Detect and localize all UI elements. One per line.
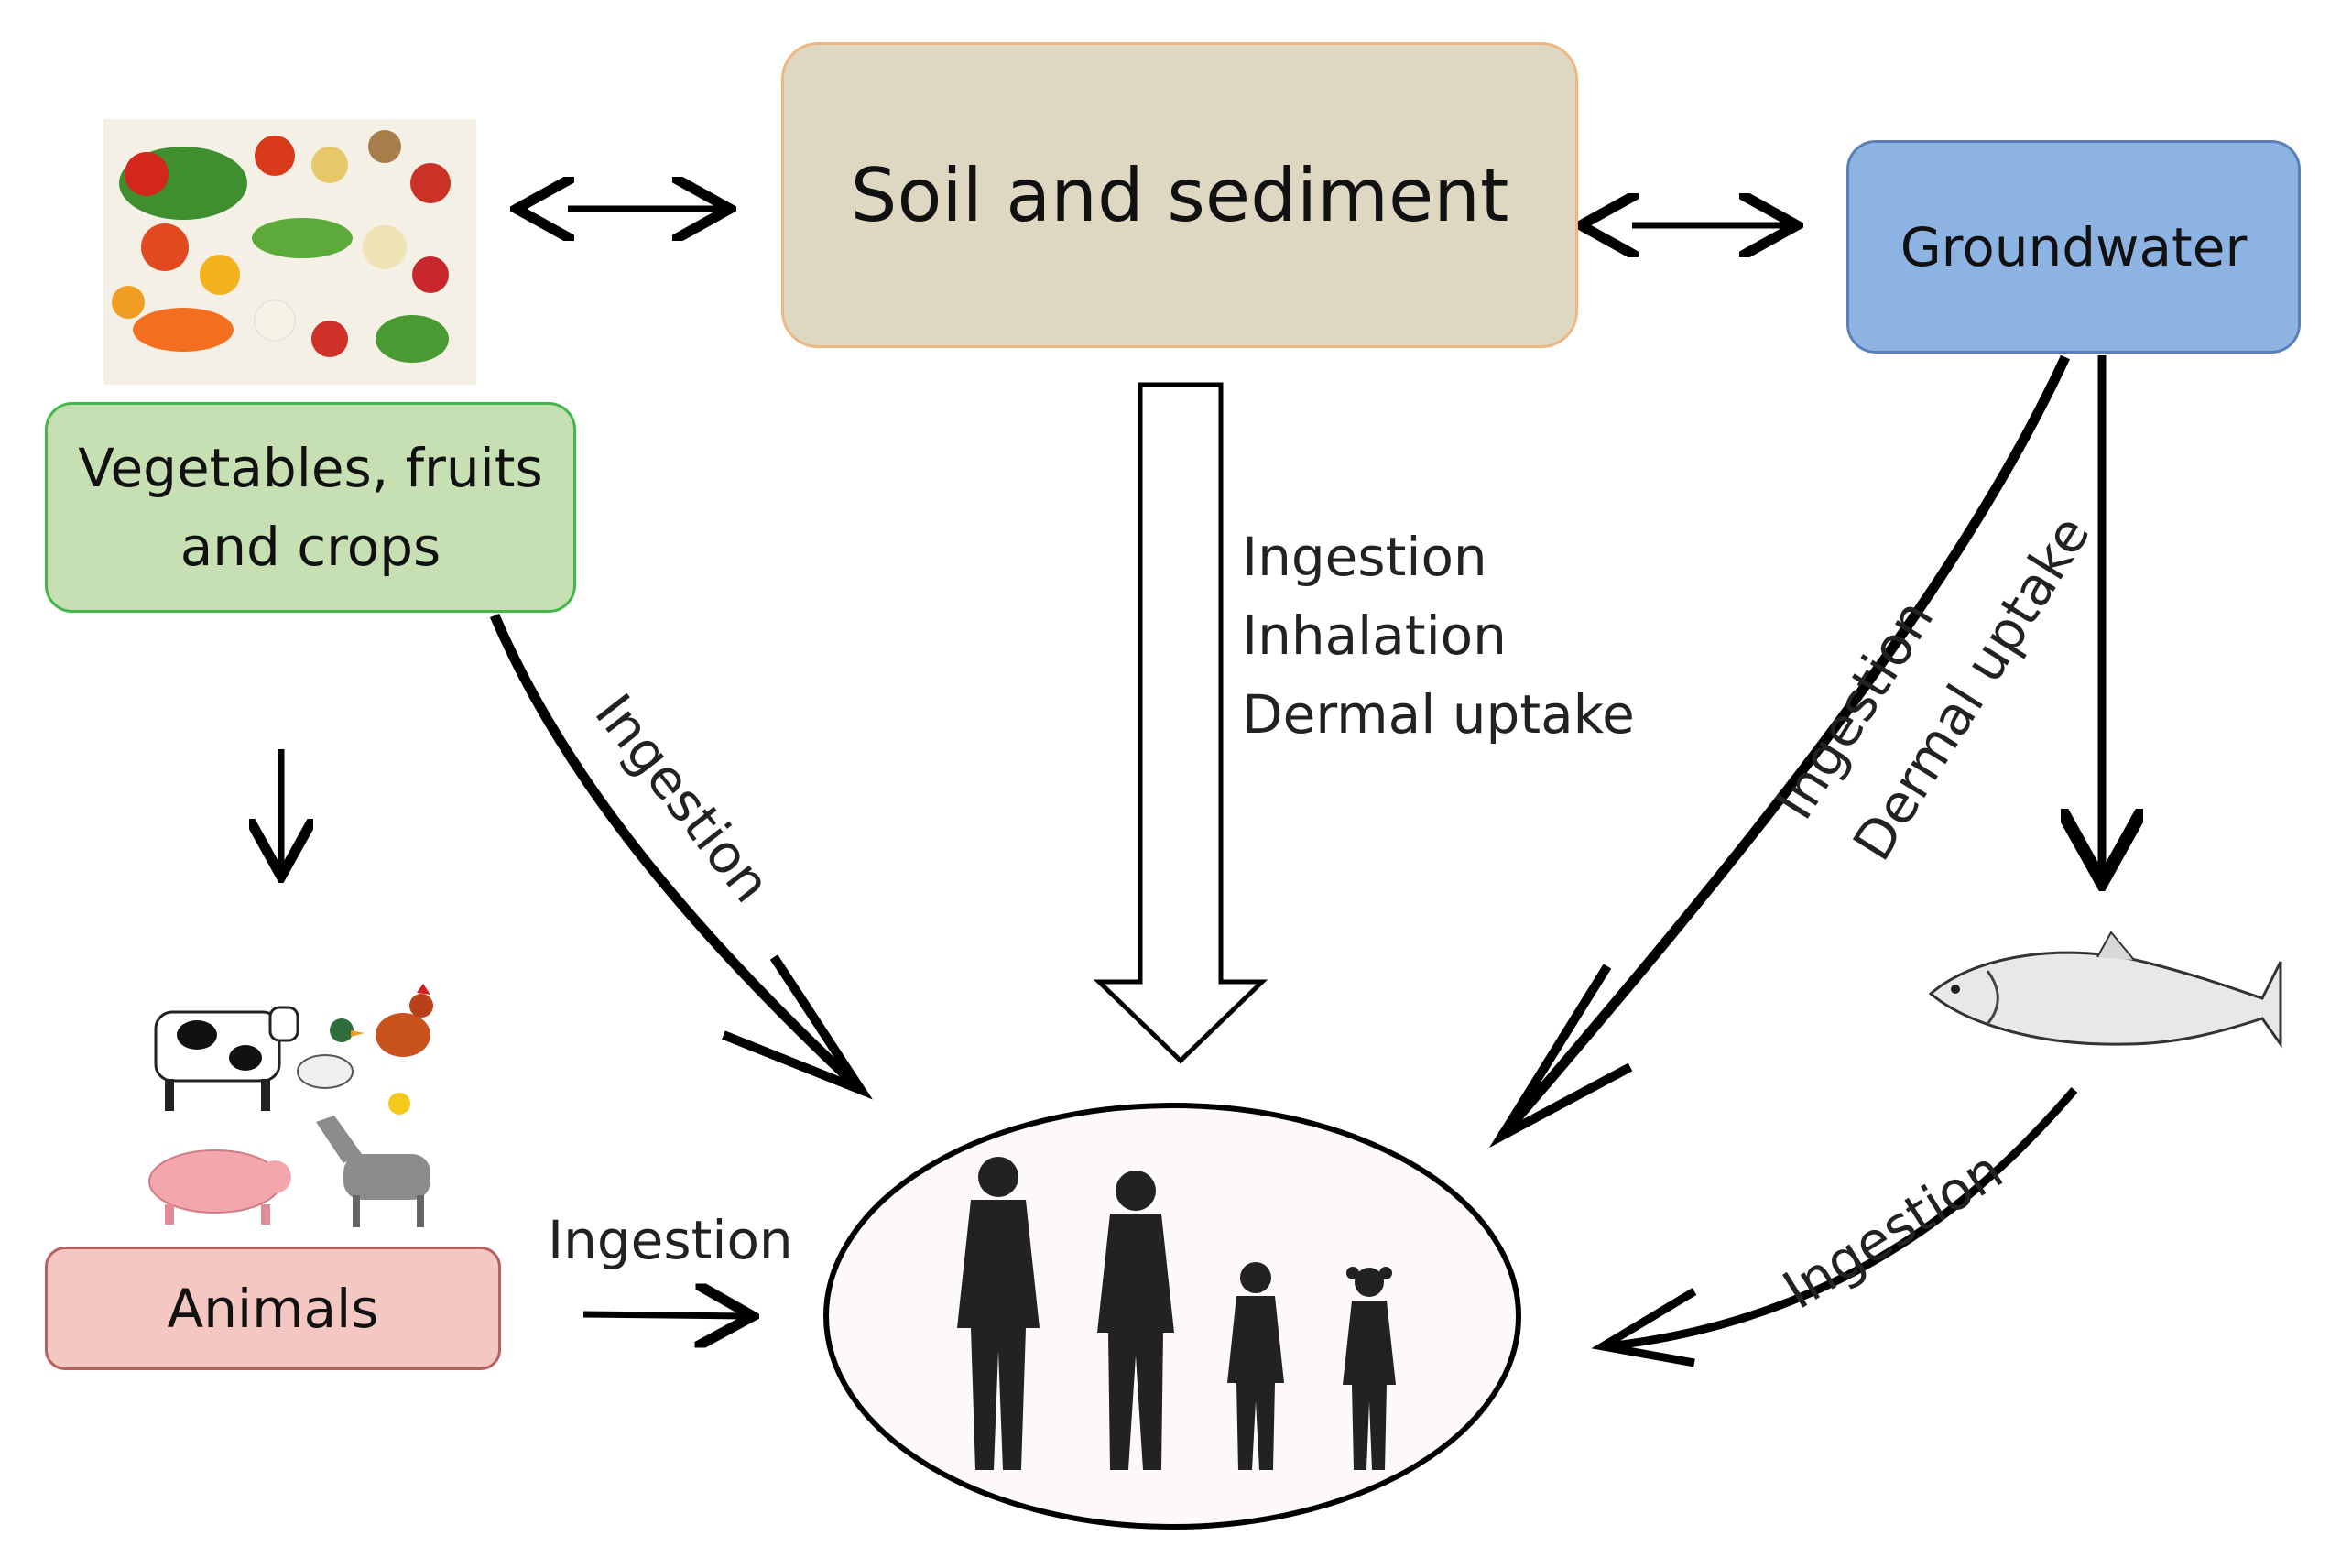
- central-label-inhalation: Inhalation: [1242, 604, 1507, 667]
- node-animals-label: Animals: [167, 1277, 379, 1340]
- fish-to-humans-arrow: [1606, 1087, 2078, 1351]
- node-soil-and-sediment: Soil and sediment: [781, 42, 1578, 348]
- node-animals: Animals: [45, 1247, 501, 1370]
- animals-ingestion-label: Ingestion: [548, 1209, 793, 1271]
- central-label-dermal-uptake: Dermal uptake: [1242, 683, 1635, 746]
- animals-to-humans-arrow: [582, 1314, 746, 1316]
- vegetables-image-icon: [103, 119, 476, 385]
- node-groundwater-label: Groundwater: [1900, 215, 2248, 278]
- farm-animals-icon: [148, 984, 433, 1227]
- node-soil-label: Soil and sediment: [850, 152, 1509, 238]
- central-label-ingestion: Ingestion: [1242, 526, 1487, 588]
- veg-to-humans-arrow: [489, 613, 860, 1090]
- human-silhouettes-icon: [957, 1157, 1396, 1470]
- fish-icon: [1928, 931, 2282, 1049]
- groundwater-to-humans-arrow: [1497, 354, 2070, 1139]
- node-vegetables-label: Vegetables, fruits and crops: [78, 437, 543, 578]
- node-groundwater: Groundwater: [1846, 140, 2301, 354]
- central-pathway-labels: Ingestion Inhalation Dermal uptake: [1242, 517, 1635, 754]
- node-vegetables-fruits-crops: Vegetables, fruits and crops: [45, 402, 576, 613]
- soil-to-humans-arrow: [1093, 382, 1268, 1064]
